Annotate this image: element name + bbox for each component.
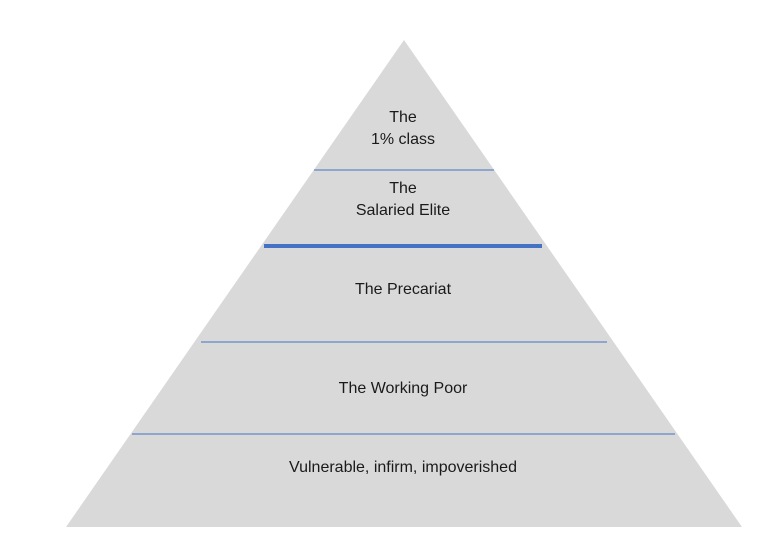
tier-label-line: Salaried Elite	[355, 202, 451, 219]
tier-label-line: The Precariat	[354, 281, 452, 298]
pyramid-shape	[66, 40, 742, 527]
tier-label-working-poor: The Working Poor	[203, 378, 603, 400]
tier-label-1pct-class: The 1% class	[203, 107, 603, 151]
tier-label-salaried-elite: The Salaried Elite	[203, 178, 603, 222]
tier-label-vulnerable: Vulnerable, infirm, impoverished	[203, 457, 603, 479]
tier-label-precariat: The Precariat	[203, 279, 603, 301]
tier-label-line: The	[389, 180, 417, 197]
tier-label-line: Vulnerable, infirm, impoverished	[289, 459, 517, 476]
tier-label-line: The Working Poor	[338, 380, 468, 397]
tier-label-line: 1% class	[370, 131, 436, 148]
tier-label-line: The	[389, 109, 417, 126]
